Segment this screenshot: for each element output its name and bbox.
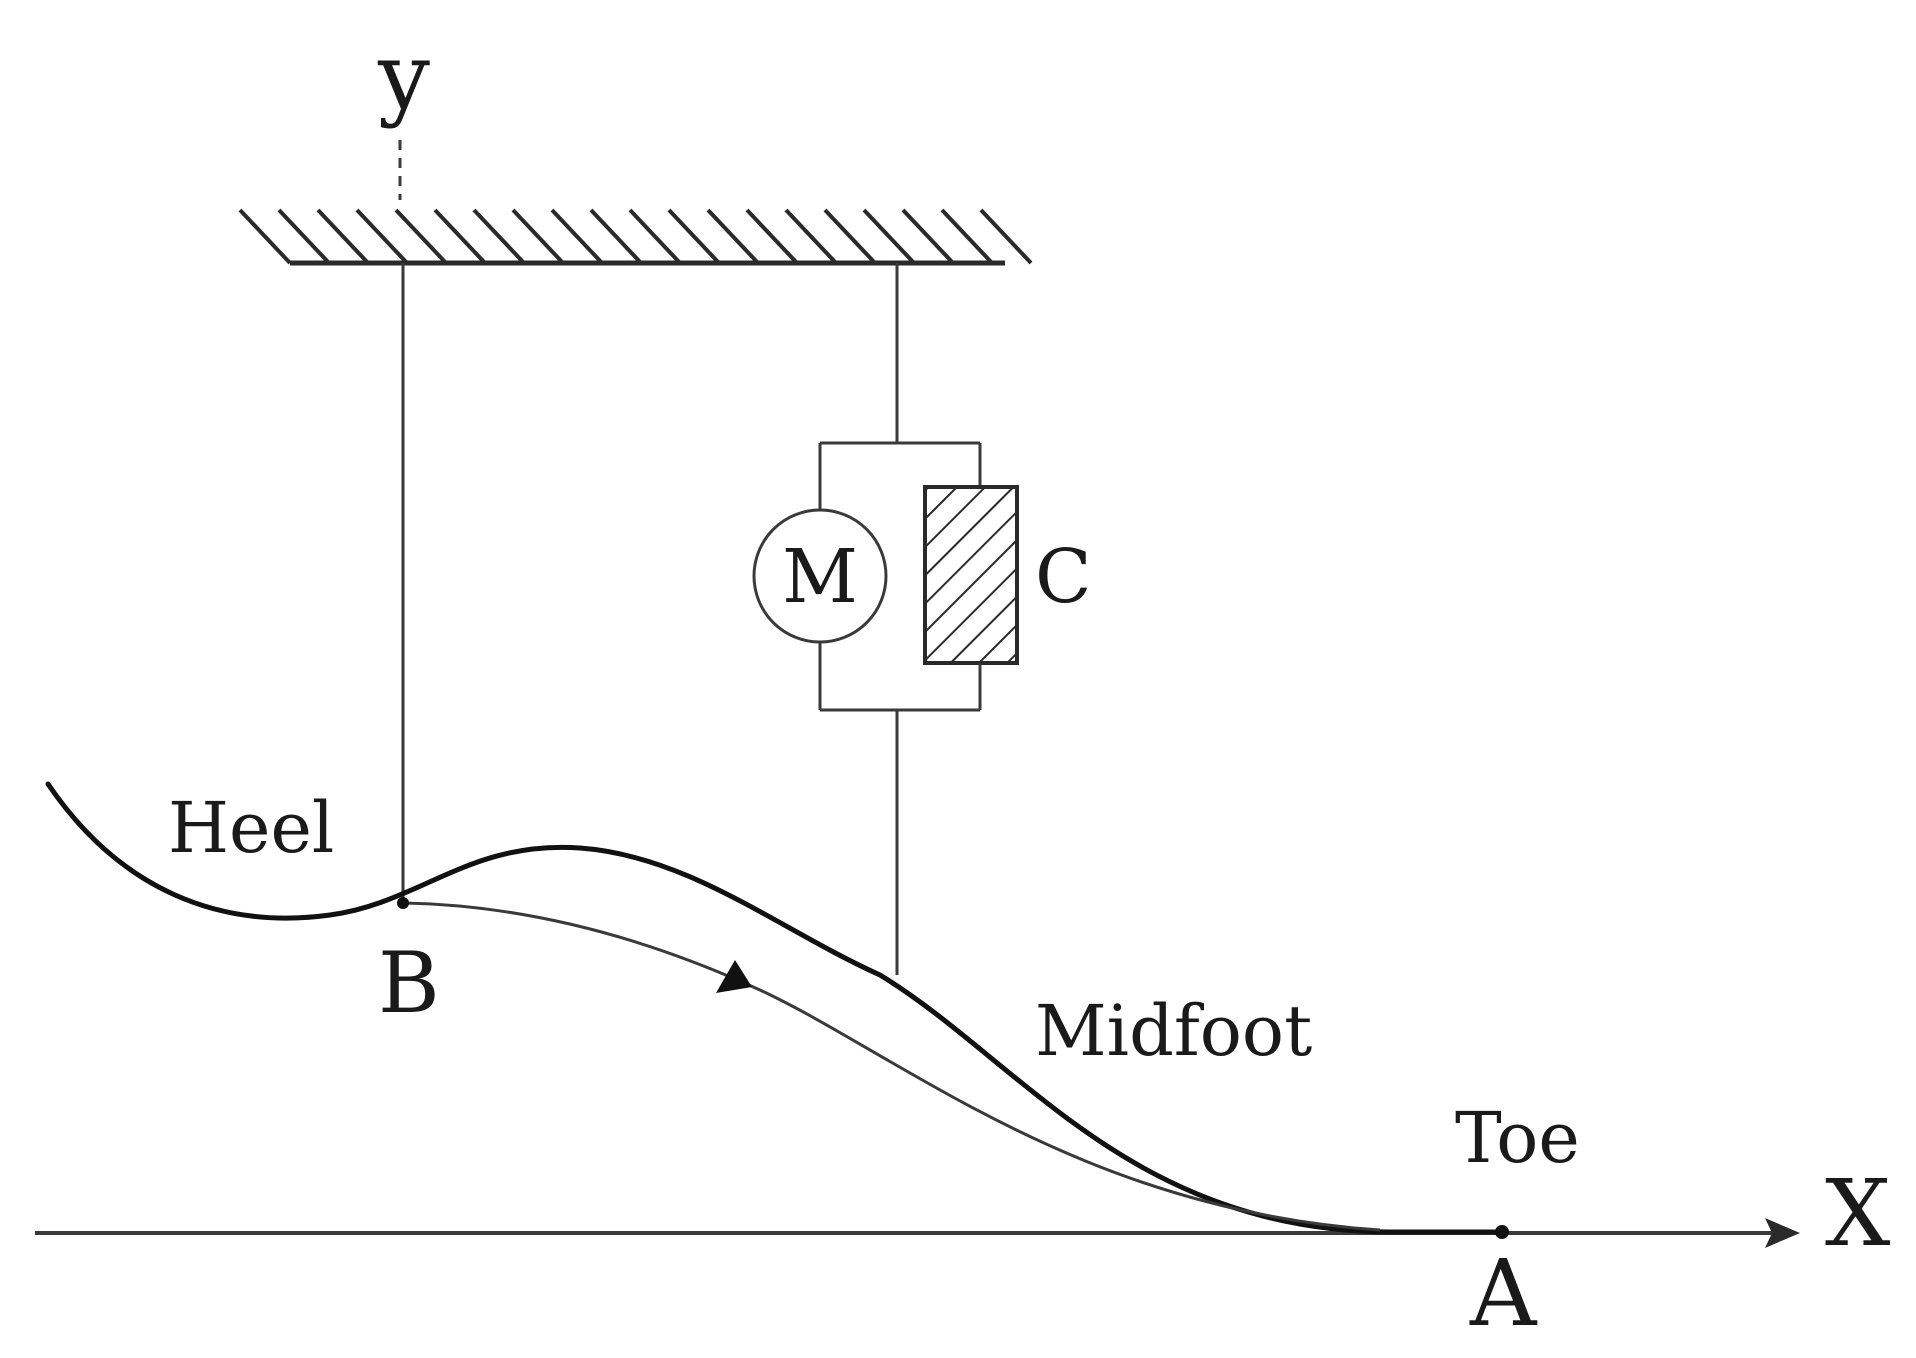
x-axis-label: X <box>1825 1160 1891 1267</box>
point-b-label: B <box>378 934 440 1032</box>
ceiling-hatch-mark <box>745 208 799 265</box>
ceiling-hatch-mark <box>511 208 565 265</box>
toe-label: Toe <box>1455 1097 1580 1179</box>
ceiling-hatch-mark <box>979 208 1033 265</box>
ceiling-hatch-mark <box>238 208 292 265</box>
ceiling-hatch-mark <box>628 208 682 265</box>
motor-damper-unit: M C <box>752 263 1092 975</box>
deformed-path-curve <box>402 901 1381 1232</box>
damper-label: C <box>1035 534 1092 620</box>
point-a-marker <box>1495 1225 1509 1239</box>
motor-label: M <box>782 534 858 620</box>
ceiling-hatch-mark <box>355 208 409 265</box>
ceiling-hatch-mark <box>472 208 526 265</box>
point-b-marker <box>397 897 409 909</box>
path-direction-arrow <box>716 960 752 993</box>
heel-label: Heel <box>168 787 334 869</box>
ceiling-hatch-mark <box>433 208 487 265</box>
ceiling-hatch-mark <box>394 208 448 265</box>
ceiling-hatch-mark <box>784 208 838 265</box>
ceiling-hatch-mark <box>316 208 370 265</box>
ceiling-hatch-mark <box>589 208 643 265</box>
foot-profile-curve <box>45 781 1503 1235</box>
ceiling-hatch-mark <box>823 208 877 265</box>
ceiling-hatch-mark <box>862 208 916 265</box>
damper-block <box>923 485 1019 665</box>
x-axis-arrowhead <box>1765 1218 1800 1248</box>
point-a-label: A <box>1469 1240 1538 1347</box>
ceiling-hatch-mark <box>901 208 955 265</box>
ceiling-hatch-mark <box>667 208 721 265</box>
ceiling-support <box>238 208 1033 266</box>
midfoot-label: Midfoot <box>1035 990 1312 1072</box>
ceiling-hatch-mark <box>706 208 760 265</box>
ceiling-hatch-mark <box>940 208 994 265</box>
ceiling-hatch-mark <box>550 208 604 265</box>
y-axis-label: y <box>377 23 430 130</box>
ceiling-hatch-mark <box>277 208 331 265</box>
